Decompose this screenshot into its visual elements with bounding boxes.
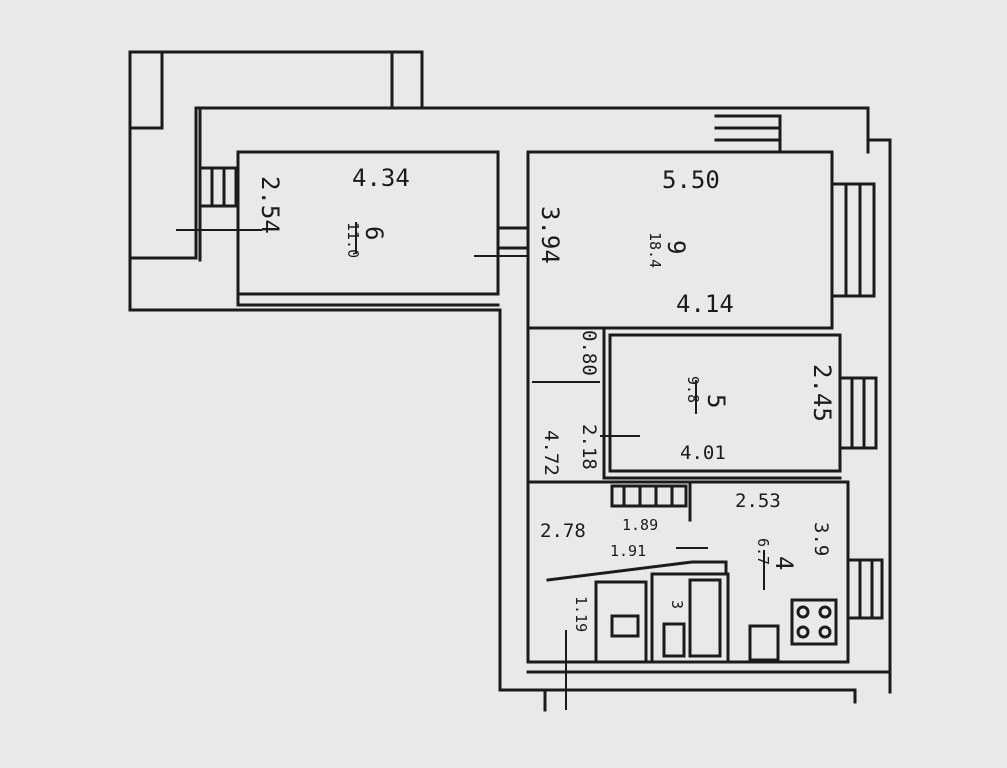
kitchen-area: 6.7	[754, 538, 772, 566]
window-right-3	[846, 558, 884, 620]
window-top	[714, 114, 782, 154]
room5-number: 5	[702, 394, 730, 409]
room9-area: 18.4	[646, 232, 664, 269]
toilet	[662, 622, 686, 658]
closet-box	[610, 484, 688, 508]
outer-wall-right	[866, 108, 892, 694]
bath-fixture-1	[594, 580, 648, 664]
window-left	[198, 166, 238, 208]
kitchen-number: 4	[770, 556, 798, 571]
room5-area: 9.8	[684, 376, 702, 404]
dim-kitchen-depth: 3.9	[810, 522, 832, 557]
dim-room5-width: 4.01	[680, 442, 726, 464]
dim-hall-length: 4.72	[540, 430, 562, 476]
bathtub	[688, 578, 722, 658]
window-right-1	[830, 182, 876, 298]
dim-wc-b: 1.91	[610, 542, 647, 560]
dim-wc-a: 1.89	[622, 516, 659, 534]
dim-corridor: 2.78	[540, 520, 586, 542]
dim-room9-lower: 4.14	[676, 290, 734, 318]
room-5-outline	[608, 333, 842, 473]
room9-number: 9	[662, 240, 690, 255]
dim-kitchen-width: 2.53	[735, 490, 781, 512]
stove	[790, 598, 838, 646]
dim-hall-small: 2.18	[578, 424, 600, 470]
dim-room6-width: 4.34	[352, 164, 410, 192]
room6-number: 6	[360, 226, 388, 241]
dim-room9-depth: 3.94	[536, 206, 564, 264]
sink	[610, 614, 640, 638]
dim-room9-width: 5.50	[662, 166, 720, 194]
window-right-2	[838, 376, 878, 450]
outer-wall-left-inner	[128, 50, 202, 262]
dim-hall-upper: 0.80	[578, 330, 600, 376]
dim-room6-depth: 2.54	[256, 176, 284, 234]
dim-entry: 1.19	[572, 596, 590, 633]
bath-fixture-2	[650, 572, 730, 664]
door-opening	[496, 226, 530, 250]
room-6-outline	[236, 150, 500, 296]
outer-wall-bottom	[526, 670, 892, 712]
bath-number: 3	[668, 600, 686, 610]
fridge	[748, 624, 780, 662]
outer-wall-left-block	[128, 50, 870, 312]
room6-area: 11.0	[344, 222, 362, 259]
dim-room5-depth: 2.45	[808, 364, 836, 422]
